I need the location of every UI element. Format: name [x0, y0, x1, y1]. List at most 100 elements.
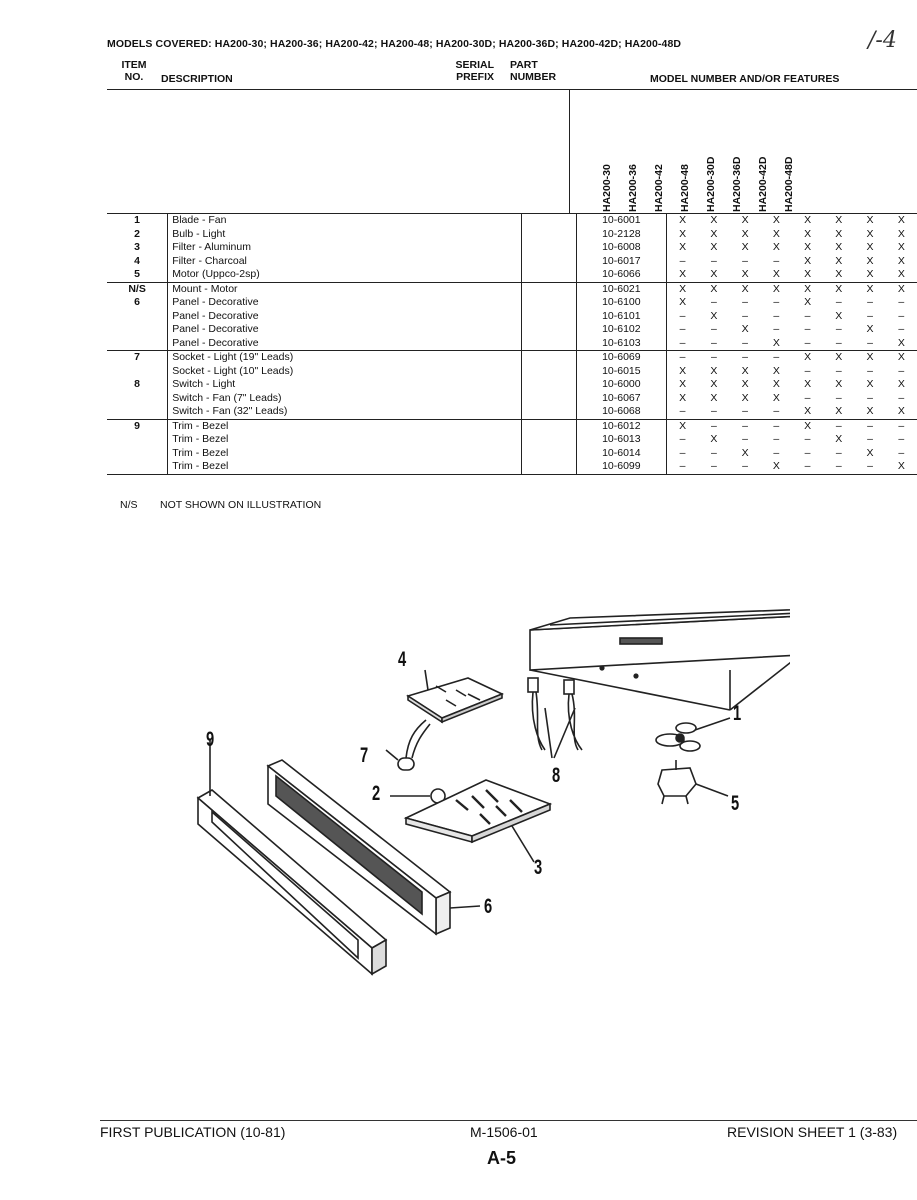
part-number-cell: 10-6015	[575, 364, 667, 378]
model-applicability-cell: –	[742, 296, 749, 308]
page-number: A-5	[487, 1148, 517, 1168]
model-applicability-cell: X	[741, 323, 749, 335]
model-applicability-cell: –	[773, 351, 780, 363]
model-applicability-cell: X	[835, 214, 843, 226]
model-applicability-cell: –	[791, 336, 824, 351]
model-applicability-cell: –	[698, 460, 730, 475]
model-applicability-cell: X	[741, 282, 749, 295]
part-number-cell: 10-6008	[575, 241, 667, 255]
model-applicability-cell: X	[885, 268, 917, 283]
model-applicability-cell: X	[710, 282, 718, 295]
footer-rule	[100, 1120, 917, 1121]
part-number-cell: 10-6101	[575, 309, 667, 323]
model-applicability-cell: X	[804, 241, 812, 253]
model-applicability-cell: X	[804, 282, 812, 295]
callout-6: 6	[484, 895, 493, 918]
model-applicability-cell: X	[897, 241, 905, 253]
item-number-cell	[107, 405, 168, 420]
part-number-cell: 10-6067	[575, 391, 667, 405]
model-applicability-cell: –	[867, 391, 873, 404]
serial-prefix-cell	[520, 364, 577, 378]
model-applicability-cell: X	[741, 227, 749, 240]
description-cell: Switch - Fan (32" Leads)	[167, 405, 521, 420]
model-applicability-cell: –	[742, 351, 749, 363]
model-applicability-cell: –	[791, 460, 824, 475]
model-applicability-cell: –	[742, 433, 749, 445]
model-applicability-cell: X	[741, 364, 749, 377]
footer-revision: REVISION SHEET 1 (3-83)	[727, 1124, 898, 1140]
footer-first-publication: FIRST PUBLICATION (10-81)	[100, 1124, 286, 1140]
model-applicability-cell: –	[898, 391, 905, 404]
model-applicability-cell: –	[804, 364, 811, 377]
aluminum-filter-part	[403, 779, 553, 863]
fan-blade-part	[655, 717, 731, 752]
model-applicability-cell: X	[897, 351, 905, 363]
model-applicability-cell: –	[665, 350, 699, 365]
serial-prefix-cell	[520, 214, 577, 228]
model-applicability-cell: X	[823, 405, 855, 420]
item-number-cell: 1	[134, 214, 141, 226]
model-applicability-cell: –	[835, 296, 842, 308]
model-applicability-cell: X	[710, 364, 718, 377]
serial-prefix-cell	[520, 405, 577, 420]
model-applicability-cell: –	[698, 336, 730, 351]
part-number-cell: 10-6014	[575, 446, 667, 460]
callout-1: 1	[733, 702, 742, 725]
serial-prefix-cell	[520, 323, 577, 337]
charcoal-filter-part	[406, 669, 505, 724]
model-applicability-cell: X	[866, 323, 874, 335]
model-applicability-cell: –	[742, 419, 749, 432]
callout-8: 8	[552, 764, 561, 787]
model-applicability-cell: –	[898, 419, 905, 432]
part-number-cell: 10-6000	[575, 378, 667, 392]
model-applicability-cell: –	[665, 309, 699, 323]
model-applicability-cell: –	[854, 460, 886, 475]
model-applicability-cell: –	[665, 323, 699, 337]
model-applicability-cell: X	[665, 378, 699, 392]
model-applicability-cell: –	[665, 254, 699, 268]
model-applicability-cell: X	[772, 241, 780, 253]
model-applicability-cell: X	[835, 227, 843, 240]
serial-prefix-cell	[520, 241, 577, 255]
model-applicability-cell: –	[710, 296, 717, 308]
model-applicability-cell: –	[742, 309, 749, 322]
model-applicability-cell: X	[791, 268, 824, 283]
model-applicability-cell: X	[835, 241, 843, 253]
serial-prefix-cell	[520, 268, 577, 283]
model-applicability-cell: –	[665, 460, 699, 475]
model-applicability-cell: –	[773, 433, 780, 445]
callout-2: 2	[372, 782, 381, 805]
model-applicability-cell: X	[772, 391, 780, 404]
header-top-rule	[107, 89, 917, 90]
model-col-8: HA200-48D	[783, 156, 795, 212]
model-applicability-cell: X	[710, 378, 718, 390]
callout-3: 3	[534, 856, 543, 879]
header-model-features: MODEL NUMBER AND/OR FEATURES	[650, 73, 840, 85]
model-applicability-cell: –	[804, 323, 811, 335]
description-cell: Panel - Decorative	[167, 336, 521, 351]
serial-prefix-cell	[520, 378, 577, 392]
model-applicability-cell: –	[898, 323, 905, 335]
model-applicability-cell: –	[729, 405, 761, 420]
description-cell: Mount - Motor	[167, 282, 521, 296]
model-applicability-cell: X	[835, 254, 843, 267]
model-applicability-cell: X	[741, 391, 749, 404]
motor-part	[657, 760, 729, 805]
header-description: DESCRIPTION	[161, 73, 233, 85]
model-applicability-cell: –	[898, 446, 905, 459]
description-cell: Switch - Light	[167, 378, 521, 392]
model-applicability-cell: X	[866, 351, 874, 363]
model-applicability-cell: –	[804, 391, 811, 404]
model-applicability-cell: –	[835, 446, 842, 459]
model-applicability-cell: X	[665, 364, 699, 378]
